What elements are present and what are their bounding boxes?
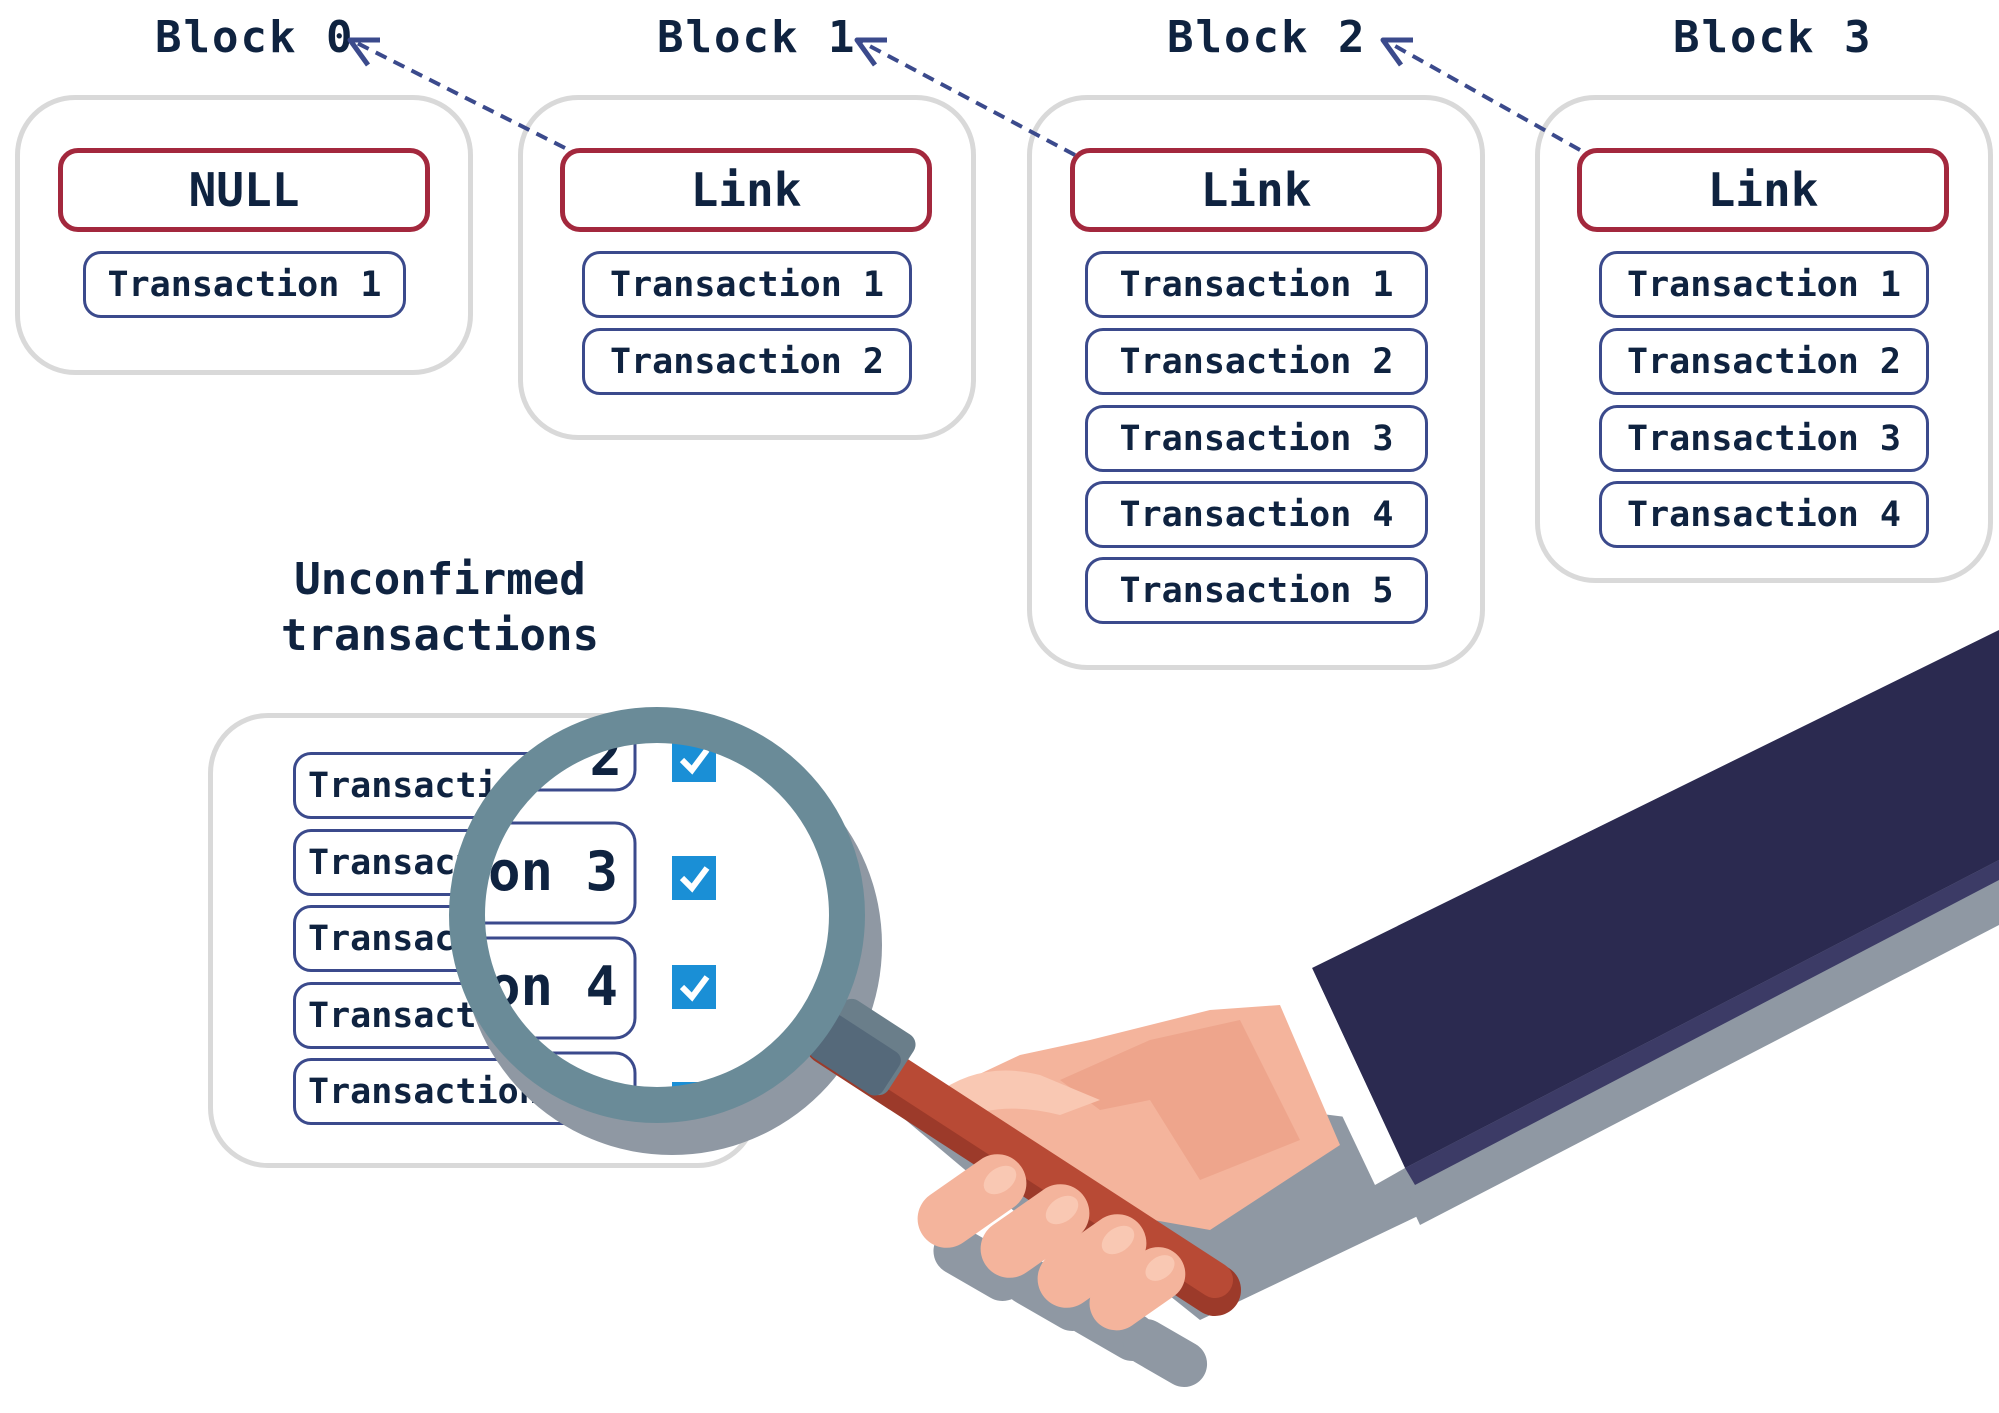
arrowhead-block1 bbox=[854, 37, 887, 67]
block-3-transaction-1: Transaction 1 bbox=[1599, 251, 1929, 318]
arrowheads bbox=[347, 37, 1413, 67]
block-3-title: Block 3 bbox=[1673, 12, 1873, 63]
block-2-transaction-2: Transaction 2 bbox=[1085, 328, 1428, 395]
magnified-text-3: on 3 bbox=[488, 840, 618, 903]
block-0-transaction-1: Transaction 1 bbox=[83, 251, 406, 318]
arrow-block1-to-block0 bbox=[354, 40, 566, 150]
link-arrows bbox=[354, 40, 1581, 157]
block-2-title: Block 2 bbox=[1167, 12, 1367, 63]
arrow-block2-to-block1 bbox=[861, 40, 1076, 157]
block-3-transaction-4: Transaction 4 bbox=[1599, 481, 1929, 548]
block-3-transaction-3: Transaction 3 bbox=[1599, 405, 1929, 472]
block-3-link: Link bbox=[1577, 148, 1949, 232]
block-2-transaction-3: Transaction 3 bbox=[1085, 405, 1428, 472]
block-2-transaction-5: Transaction 5 bbox=[1085, 557, 1428, 624]
block-1-transaction-1: Transaction 1 bbox=[582, 251, 912, 318]
checkbox-checked-icon bbox=[672, 856, 716, 900]
unconfirmed-title-line1: Unconfirmed bbox=[294, 554, 586, 605]
block-1-transaction-2: Transaction 2 bbox=[582, 328, 912, 395]
arrow-block3-to-block2 bbox=[1387, 40, 1581, 152]
arrowhead-block2 bbox=[1380, 37, 1413, 67]
block-1-title: Block 1 bbox=[657, 12, 857, 63]
block-2-link: Link bbox=[1070, 148, 1442, 232]
block-0 bbox=[15, 95, 473, 375]
arrowhead-block0 bbox=[347, 37, 380, 67]
block-2-transaction-4: Transaction 4 bbox=[1085, 481, 1428, 548]
unconfirmed-title: Unconfirmed transactions bbox=[270, 552, 610, 664]
block-1-link: Link bbox=[560, 148, 932, 232]
checkbox-checked-icon bbox=[672, 965, 716, 1009]
unconfirmed-title-line2: transactions bbox=[281, 610, 599, 661]
block-2-transaction-1: Transaction 1 bbox=[1085, 251, 1428, 318]
block-0-title: Block 0 bbox=[155, 12, 355, 63]
block-3-transaction-2: Transaction 2 bbox=[1599, 328, 1929, 395]
block-0-null-pointer: NULL bbox=[58, 148, 430, 232]
magnifying-glass-icon bbox=[449, 707, 865, 1123]
sleeve-illustration bbox=[1280, 630, 1999, 1185]
hand-illustration bbox=[804, 998, 1340, 1331]
